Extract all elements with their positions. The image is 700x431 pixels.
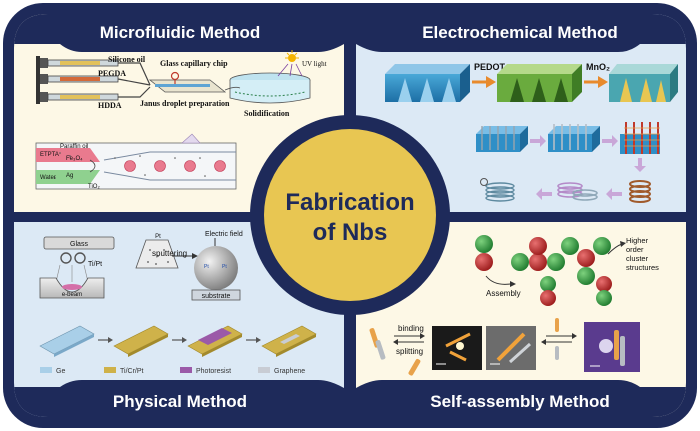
litho-step bbox=[187, 325, 243, 357]
pedot-coated-block bbox=[497, 64, 582, 102]
higher-order-label: Higher order cluster structures bbox=[626, 236, 659, 272]
coil-structure bbox=[557, 182, 598, 201]
micrograph bbox=[486, 326, 536, 370]
glass-label: Glass bbox=[70, 241, 88, 248]
assembly-label: Assembly bbox=[486, 289, 521, 298]
silicone-oil-label: Silicone oil bbox=[108, 55, 146, 64]
electric-field-label: Electric field bbox=[205, 231, 243, 238]
solidification-label: Solidification bbox=[244, 109, 290, 118]
nanowire-array bbox=[548, 124, 600, 152]
coil-structure bbox=[480, 178, 515, 202]
janus-droplet bbox=[184, 160, 196, 172]
janus-cluster bbox=[561, 237, 611, 285]
litho-step bbox=[39, 325, 95, 357]
physical-title-tab bbox=[14, 380, 344, 417]
electrochemical-title-tab bbox=[356, 14, 686, 52]
pegda-label: PEGDA bbox=[98, 69, 126, 78]
janus-particle bbox=[596, 276, 612, 306]
microfluidic-title-tab bbox=[14, 14, 344, 52]
legend-swatch-photoresist bbox=[180, 367, 192, 373]
litho-step bbox=[261, 325, 317, 357]
janus-droplet bbox=[214, 160, 226, 172]
center-disc bbox=[264, 129, 436, 301]
water-label: Water bbox=[40, 175, 56, 181]
microfluidic-setup: Silicone oil PEGDA HDDA Glass capillary … bbox=[36, 50, 327, 118]
legend-swatch-ge bbox=[40, 367, 52, 373]
rod-particle bbox=[369, 328, 386, 360]
center-title-line2: of Nbs bbox=[313, 219, 388, 246]
legend-label-ticrpt: Ti/Cr/Pt bbox=[120, 368, 144, 375]
pedot-label: PEDOT bbox=[474, 62, 506, 72]
template-block bbox=[385, 64, 470, 102]
electrochemical-panel bbox=[356, 14, 686, 212]
selfassembly-title: Self-assembly Method bbox=[430, 392, 610, 411]
legend-label-photoresist: Photoresist bbox=[196, 368, 231, 375]
mno2-coated-block bbox=[609, 64, 678, 102]
pt-dot-label: Pt bbox=[204, 264, 209, 270]
uv-light-label: UV light bbox=[302, 60, 327, 68]
nanowire-array bbox=[476, 126, 528, 152]
rod-particle bbox=[408, 358, 421, 376]
janus-particle bbox=[540, 276, 556, 306]
janus-particle bbox=[475, 235, 493, 271]
physical-methods: Glass Ti/Pt e-beam Pt sputtering Electri… bbox=[39, 231, 317, 375]
electrochemical-title: Electrochemical Method bbox=[422, 23, 618, 42]
hdda-label: HDDA bbox=[98, 101, 122, 110]
legend-swatch-ticrpt bbox=[104, 367, 116, 373]
janus-cluster bbox=[511, 237, 565, 271]
janus-droplet bbox=[154, 160, 166, 172]
micrograph bbox=[584, 322, 640, 372]
splitting-label: splitting bbox=[396, 347, 423, 356]
ti-pt-label: Ti/Pt bbox=[88, 261, 102, 268]
selfassembly-title-tab bbox=[356, 380, 686, 417]
janus-droplet bbox=[124, 160, 136, 172]
pt-dot-label: Pt bbox=[222, 264, 227, 270]
legend-label-ge: Ge bbox=[56, 368, 65, 375]
pt-label: Pt bbox=[155, 234, 161, 240]
binding-label: binding bbox=[398, 324, 424, 333]
ag-label: Ag bbox=[66, 173, 73, 179]
center-title-line1: Fabrication bbox=[285, 189, 414, 216]
rod-particle bbox=[555, 318, 559, 360]
mno2-label: MnO₂ bbox=[586, 62, 610, 72]
electrochemical-sequence: PEDOT MnO₂ bbox=[385, 62, 678, 203]
coil-structure bbox=[629, 180, 651, 203]
sputtering-label: sputtering bbox=[152, 249, 187, 258]
legend-swatch-graphene bbox=[258, 367, 270, 373]
glass-capillary-chip-label: Glass capillary chip bbox=[160, 59, 228, 68]
legend-label-graphene: Graphene bbox=[274, 368, 305, 375]
micrograph bbox=[432, 326, 482, 370]
fe3o4-label: Fe₃O₄ bbox=[66, 156, 83, 162]
substrate-label: substrate bbox=[202, 293, 231, 300]
tio2-label: TiO₂ bbox=[88, 184, 100, 190]
etpta-label: ETPTA bbox=[40, 152, 59, 158]
microfluidic-title: Microfluidic Method bbox=[100, 23, 261, 42]
physical-title: Physical Method bbox=[113, 392, 247, 411]
selfassembly-content: Assembly Higher order cluster st bbox=[369, 235, 659, 376]
litho-step bbox=[113, 325, 169, 357]
microchannel-diagram: ETPTA Paraffin oil Fe₃O₄ Water Ag TiO₂ bbox=[35, 133, 237, 190]
paraffin-oil-label: Paraffin oil bbox=[60, 144, 88, 150]
ebeam-label: e-beam bbox=[62, 292, 82, 298]
nanowire-array bbox=[620, 122, 660, 154]
janus-droplet-label: Janus droplet preparation bbox=[140, 99, 230, 108]
